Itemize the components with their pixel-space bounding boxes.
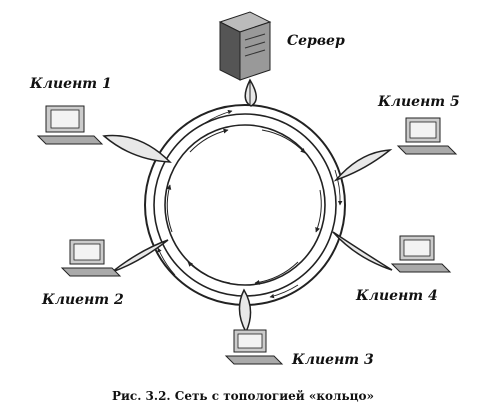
computer-icon	[224, 329, 284, 365]
figure-caption: Рис. 3.2. Сеть с топологией «кольцо»	[112, 389, 374, 403]
computer-icon	[36, 105, 104, 145]
ring-outer-arrows	[157, 109, 343, 299]
client-4-label: Клиент 4	[355, 288, 438, 304]
ring-flow-arrows	[166, 128, 322, 285]
computer-icon	[396, 117, 458, 155]
server-icon	[218, 11, 272, 81]
connector-client-4	[332, 231, 393, 271]
client-1-label: Клиент 1	[29, 76, 112, 92]
connector-server	[244, 78, 257, 107]
client-2-label: Клиент 2	[41, 292, 124, 308]
server-label: Сервер	[287, 33, 345, 49]
connector-client-5	[333, 149, 393, 182]
client-3-label: Клиент 3	[291, 352, 374, 368]
computer-icon	[60, 239, 122, 277]
connectors	[102, 78, 393, 334]
ring-cable	[144, 104, 346, 306]
client-5-label: Клиент 5	[377, 94, 460, 110]
connector-client-1	[102, 134, 172, 163]
connector-client-2	[111, 239, 169, 273]
computer-icon	[390, 235, 452, 273]
